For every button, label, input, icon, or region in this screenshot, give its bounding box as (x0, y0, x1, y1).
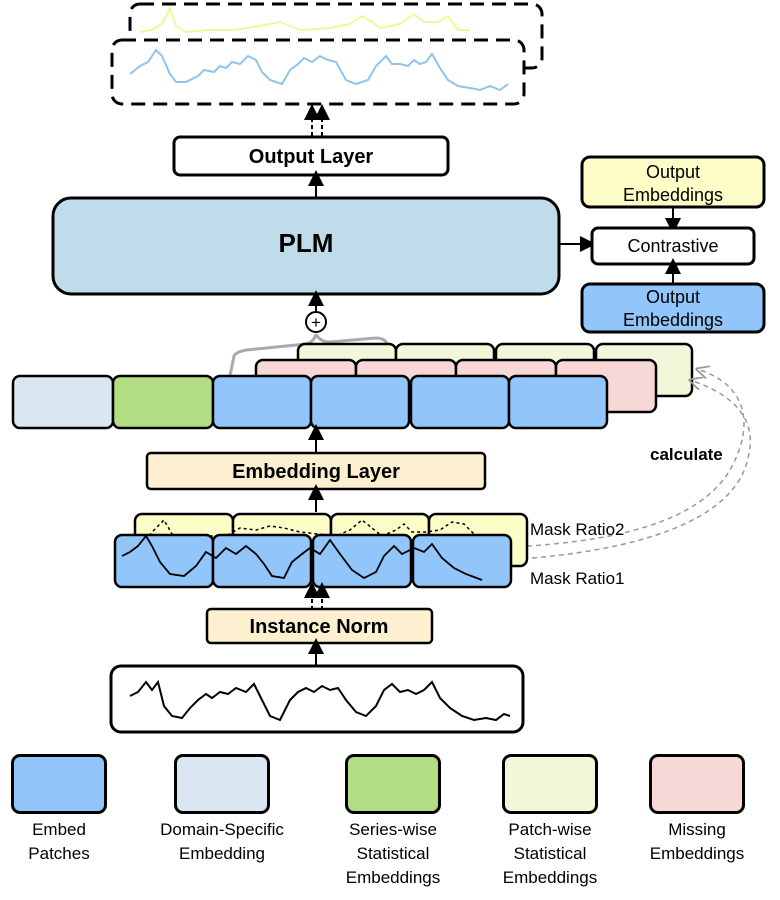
legend-label: Embedding (178, 844, 265, 863)
legend-missing-embeddings: Missing Embeddings (617, 754, 777, 866)
embed-patch (409, 374, 511, 430)
legend-swatch-embed-patches (11, 754, 107, 814)
instance-norm-label: Instance Norm (250, 616, 389, 638)
legend-label: Patches (28, 844, 90, 863)
mask-ratio2-label: Mask Ratio2 (530, 520, 624, 539)
output-embeddings-bottom-box (580, 282, 766, 334)
embed-patch (507, 374, 609, 430)
legend-series-wise-statistical: Series-wise Statistical Embeddings (313, 754, 473, 890)
legend-swatch-patch-stat (502, 754, 598, 814)
calculate-label: calculate (650, 445, 723, 464)
embedding-layer-label: Embedding Layer (232, 461, 400, 483)
legend-label: Statistical (356, 844, 430, 863)
mask-ratio1-label: Mask Ratio1 (530, 569, 624, 588)
input-series-box (109, 664, 525, 734)
legend-label: Series-wise (349, 820, 437, 839)
legend-label: Patch-wise (508, 820, 592, 839)
grey-bracket-left (228, 333, 318, 377)
output-embeddings-top-label-2: Embeddings (623, 185, 723, 205)
legend-embed-patches: Embed Patches (0, 754, 139, 866)
front-embedding-row (11, 374, 609, 430)
legend-label: Embeddings (649, 844, 745, 863)
output-series-group (110, 2, 544, 106)
legend-swatch-missing (649, 754, 745, 814)
output-embeddings-bottom-label-2: Embeddings (623, 310, 723, 330)
legend-label: Embeddings (502, 868, 598, 887)
output-series-blue-line (129, 48, 509, 92)
mask-ratio1-patches (113, 533, 513, 589)
calculate-arrow-to-patch-stat-2 (504, 380, 751, 561)
legend-swatch-domain (174, 754, 270, 814)
mask1-patch (113, 533, 215, 589)
plm-box (51, 196, 561, 296)
embed-patch (309, 374, 411, 430)
contrastive-label: Contrastive (627, 236, 718, 256)
calculate-arrow-to-patch-stat (481, 369, 745, 549)
output-embeddings-bottom-label-1: Output (646, 287, 700, 307)
input-series-line (129, 679, 511, 722)
output-series-front-box (110, 38, 526, 106)
output-embeddings-top-box (580, 155, 766, 209)
legend-patch-wise-statistical: Patch-wise Statistical Embeddings (470, 754, 630, 890)
embed-patch (211, 374, 313, 430)
output-embeddings-top-label-1: Output (646, 162, 700, 182)
plm-label: PLM (279, 228, 334, 258)
legend-label: Missing (668, 820, 726, 839)
legend-label: Embeddings (345, 868, 441, 887)
series-wise-stat-embedding (111, 374, 215, 430)
mask1-series-line (121, 534, 483, 581)
output-series-yellow-line (139, 5, 470, 34)
legend-label: Embed (32, 820, 86, 839)
mask1-patch (311, 533, 413, 589)
legend-label: Domain-Specific (160, 820, 284, 839)
legend-swatch-series-stat (345, 754, 441, 814)
mask1-patch (411, 533, 513, 589)
output-layer-label: Output Layer (249, 146, 374, 168)
plus-node (305, 311, 327, 333)
legend-label: Statistical (513, 844, 587, 863)
domain-specific-embedding (11, 374, 115, 430)
legend-domain-specific-embedding: Domain-Specific Embedding (142, 754, 302, 866)
plus-symbol: + (311, 313, 321, 332)
